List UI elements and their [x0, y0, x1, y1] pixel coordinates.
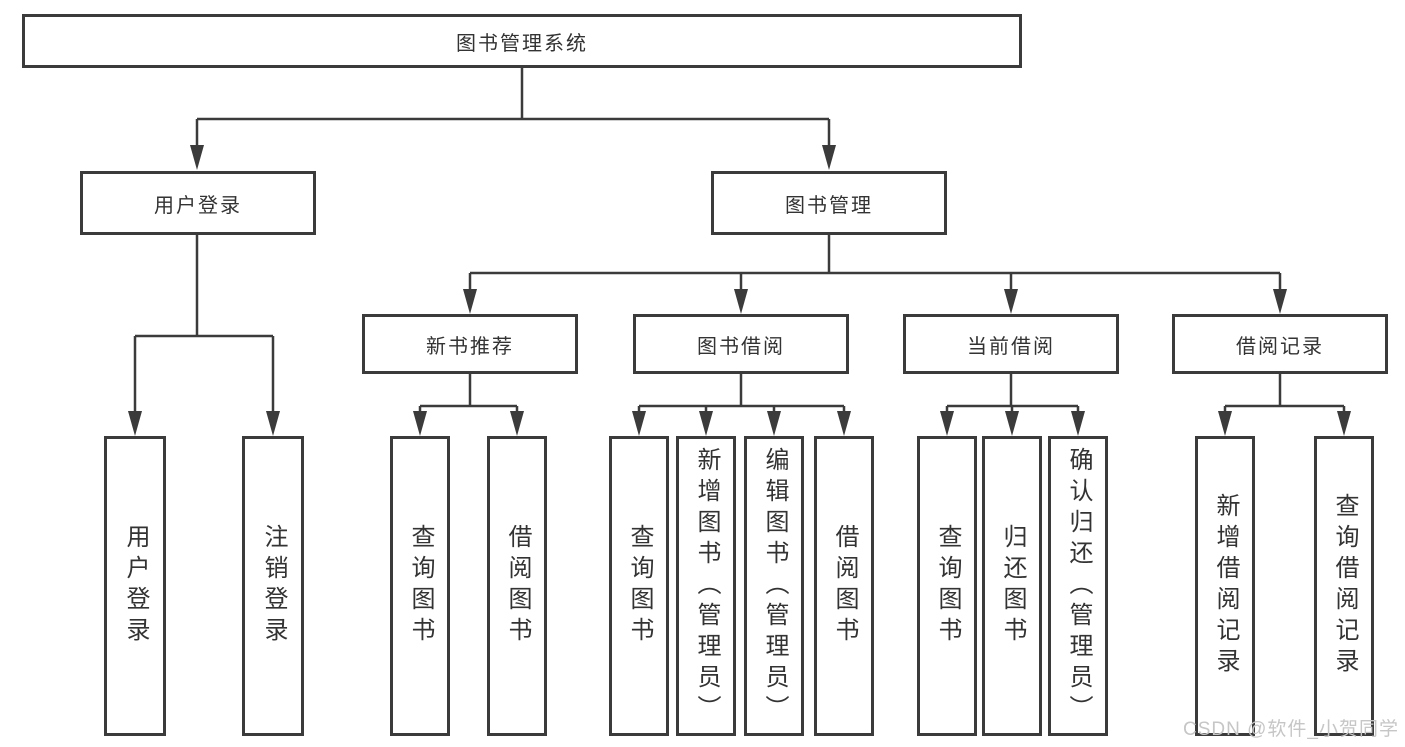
leaf-query-books-recommend: 查询图书	[390, 436, 450, 736]
leaf-add-book-admin: 新增图书（管理员）	[676, 436, 736, 736]
leaf-borrow-books-borrow-label: 借阅图书	[831, 524, 858, 648]
arrow-down-icon	[1071, 411, 1085, 436]
leaf-query-books-borrow: 查询图书	[609, 436, 669, 736]
node-borrow-records-label: 借阅记录	[1236, 335, 1324, 358]
arrow-down-icon	[190, 145, 204, 170]
leaf-logout-login: 注销登录	[242, 436, 304, 736]
leaf-add-book-admin-label: 新增图书（管理员）	[693, 446, 720, 726]
arrow-down-icon	[940, 411, 954, 436]
node-current-borrow-label: 当前借阅	[967, 335, 1055, 358]
arrow-down-icon	[128, 411, 142, 436]
arrow-down-icon	[1004, 289, 1018, 314]
leaf-edit-book-admin-label: 编辑图书（管理员）	[761, 446, 788, 726]
leaf-query-books-borrow-label: 查询图书	[626, 524, 653, 648]
node-root-label: 图书管理系统	[456, 32, 588, 55]
leaf-add-borrow-record-label: 新增借阅记录	[1212, 493, 1239, 679]
node-book-borrow: 图书借阅	[633, 314, 849, 374]
leaf-edit-book-admin: 编辑图书（管理员）	[744, 436, 804, 736]
node-user-login-label: 用户登录	[154, 194, 242, 217]
arrow-down-icon	[734, 289, 748, 314]
node-new-book-recommend-label: 新书推荐	[426, 335, 514, 358]
arrow-down-icon	[837, 411, 851, 436]
leaf-borrow-books-recommend: 借阅图书	[487, 436, 547, 736]
arrow-down-icon	[266, 411, 280, 436]
leaf-borrow-books-recommend-label: 借阅图书	[504, 524, 531, 648]
node-current-borrow: 当前借阅	[903, 314, 1119, 374]
leaf-borrow-books-borrow: 借阅图书	[814, 436, 874, 736]
leaf-add-borrow-record: 新增借阅记录	[1195, 436, 1255, 736]
arrow-down-icon	[413, 411, 427, 436]
leaf-return-book-label: 归还图书	[999, 524, 1026, 648]
arrow-down-icon	[822, 145, 836, 170]
leaf-query-borrow-record-label: 查询借阅记录	[1331, 493, 1358, 679]
leaf-logout-login-label: 注销登录	[260, 524, 287, 648]
watermark: CSDN @软件_小贺同学	[1183, 719, 1399, 740]
leaf-query-books-current-label: 查询图书	[934, 524, 961, 648]
leaf-return-book: 归还图书	[982, 436, 1042, 736]
arrow-down-icon	[1218, 411, 1232, 436]
node-book-borrow-label: 图书借阅	[697, 335, 785, 358]
arrow-down-icons	[128, 145, 1351, 436]
arrow-down-icon	[1005, 411, 1019, 436]
leaf-confirm-return-admin: 确认归还（管理员）	[1048, 436, 1108, 736]
leaf-query-borrow-record: 查询借阅记录	[1314, 436, 1374, 736]
arrow-down-icon	[463, 289, 477, 314]
arrow-down-icon	[632, 411, 646, 436]
node-new-book-recommend: 新书推荐	[362, 314, 578, 374]
node-user-login: 用户登录	[80, 171, 316, 235]
leaf-user-login-label: 用户登录	[122, 524, 149, 648]
leaf-query-books-current: 查询图书	[917, 436, 977, 736]
node-root: 图书管理系统	[22, 14, 1022, 68]
arrow-down-icon	[1337, 411, 1351, 436]
node-book-management: 图书管理	[711, 171, 947, 235]
leaf-query-books-recommend-label: 查询图书	[407, 524, 434, 648]
arrow-down-icon	[510, 411, 524, 436]
connector-shafts	[133, 68, 1346, 414]
leaf-user-login: 用户登录	[104, 436, 166, 736]
arrow-down-icon	[1273, 289, 1287, 314]
node-book-management-label: 图书管理	[785, 194, 873, 217]
arrow-down-icon	[767, 411, 781, 436]
leaf-confirm-return-admin-label: 确认归还（管理员）	[1065, 446, 1092, 726]
arrow-down-icon	[699, 411, 713, 436]
node-borrow-records: 借阅记录	[1172, 314, 1388, 374]
